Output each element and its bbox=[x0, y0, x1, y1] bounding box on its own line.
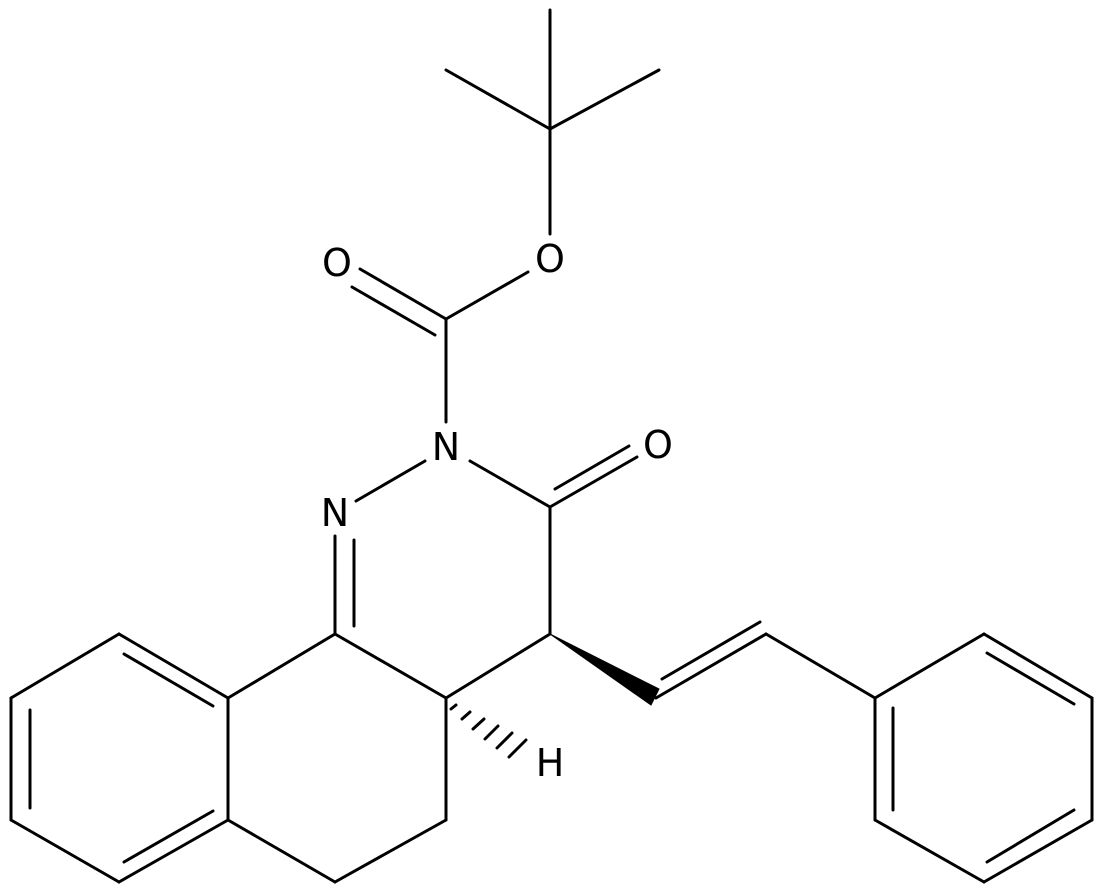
atom-label-layer: O O N O N H bbox=[321, 237, 673, 785]
n-n-bond bbox=[354, 459, 427, 503]
phenyl-bond-1 bbox=[873, 632, 986, 700]
imine-carbon-to-arene-bond bbox=[226, 632, 337, 700]
phenyl-bond-4-inner bbox=[985, 808, 1076, 864]
n-to-ketone-carbon-bond bbox=[468, 459, 552, 509]
phenyl-bond-5 bbox=[873, 818, 986, 884]
tbutyl-bond-left bbox=[444, 68, 552, 131]
vinyl-to-phenyl-bond bbox=[764, 632, 877, 700]
benzo-bond-6 bbox=[117, 632, 230, 700]
atom-label-carbonyl-oxygen: O bbox=[322, 241, 352, 285]
carbonyl-double-bond-inner bbox=[350, 285, 437, 337]
vinyl-double-bond-outer bbox=[654, 632, 768, 700]
ch2-to-arene-bond bbox=[226, 818, 337, 884]
ketone-double-bond-outer bbox=[548, 455, 639, 509]
ch2-ch2-bond bbox=[333, 818, 448, 884]
ketone-double-bond-inner bbox=[553, 444, 631, 491]
carbonyl-double-bond-outer bbox=[358, 267, 448, 321]
phenyl-bond-2 bbox=[982, 632, 1094, 700]
atom-label-ketone-oxygen: O bbox=[643, 423, 673, 467]
vinyl-double-bond-inner bbox=[660, 620, 762, 681]
benzo-bond-6-inner bbox=[122, 652, 215, 708]
phenyl-bond-2-inner bbox=[985, 651, 1076, 706]
atom-label-stereo-hydrogen: H bbox=[536, 741, 565, 785]
oxygen-to-carbonyl-bond bbox=[444, 270, 530, 321]
benzo-bond-2-inner bbox=[122, 809, 215, 864]
benzo-bond-5 bbox=[9, 632, 121, 700]
bond-layer bbox=[9, 8, 1094, 884]
atom-label-ester-oxygen: O bbox=[535, 237, 565, 281]
tbutyl-bond-right bbox=[548, 68, 661, 131]
atom-label-ring-nitrogen-imine: N bbox=[321, 491, 349, 535]
benzo-bond-2 bbox=[117, 818, 230, 884]
wedge-bond-to-styryl bbox=[549, 633, 660, 706]
phenyl-bond-4 bbox=[982, 818, 1094, 884]
benzo-bond-3 bbox=[9, 818, 121, 884]
imine-carbon-to-ring-fusion-bond bbox=[333, 632, 448, 700]
c4-to-ring-fusion-bond bbox=[444, 632, 552, 700]
atom-label-ring-nitrogen-substituted: N bbox=[432, 425, 460, 469]
hash-bond-to-hydrogen bbox=[449, 703, 528, 759]
